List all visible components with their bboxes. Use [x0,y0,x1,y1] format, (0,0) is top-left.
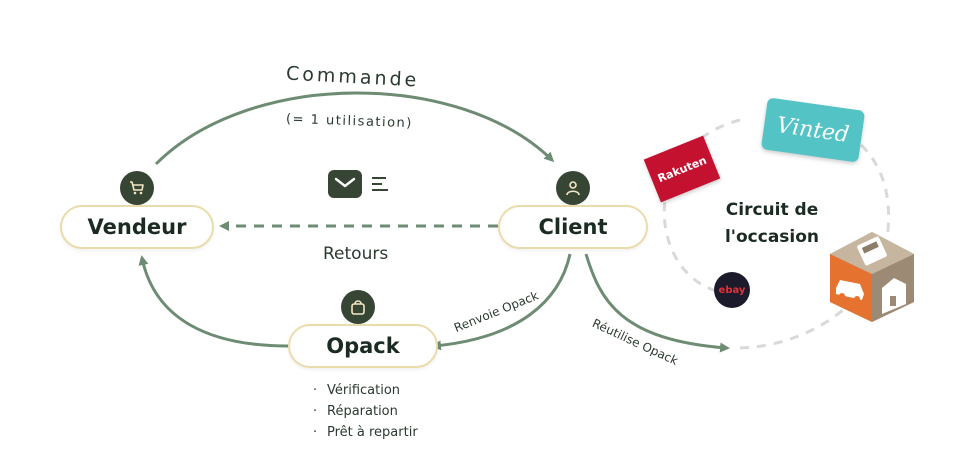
reutilise-arrow [584,253,730,353]
retours-label: Retours [323,244,389,264]
user-icon [556,171,590,205]
phone-icon [857,236,887,266]
bag-icon [341,290,375,324]
opack-steps: ·Vérification ·Réparation ·Prêt à repart… [313,383,418,446]
circuit-label: Circuit de l'occasion [724,200,820,247]
commande-arrow [154,91,555,166]
car-icon [836,280,864,302]
renvoie-arrow [431,253,572,351]
step-item: ·Prêt à repartir [313,425,418,440]
vendeur-node: Vendeur [60,205,214,249]
circuit-loop [662,108,891,350]
step-item: ·Réparation [313,404,398,419]
cart-icon [120,171,154,205]
step-item: ·Vérification [313,383,401,398]
house-icon [882,278,906,314]
envelope-icon [328,170,398,200]
marketplace-box [826,226,918,324]
opack-node: Opack [288,324,438,368]
ebay-logo: ebay [714,272,750,308]
opack-to-vendeur-arrow [138,255,289,348]
client-node: Client [498,205,648,249]
